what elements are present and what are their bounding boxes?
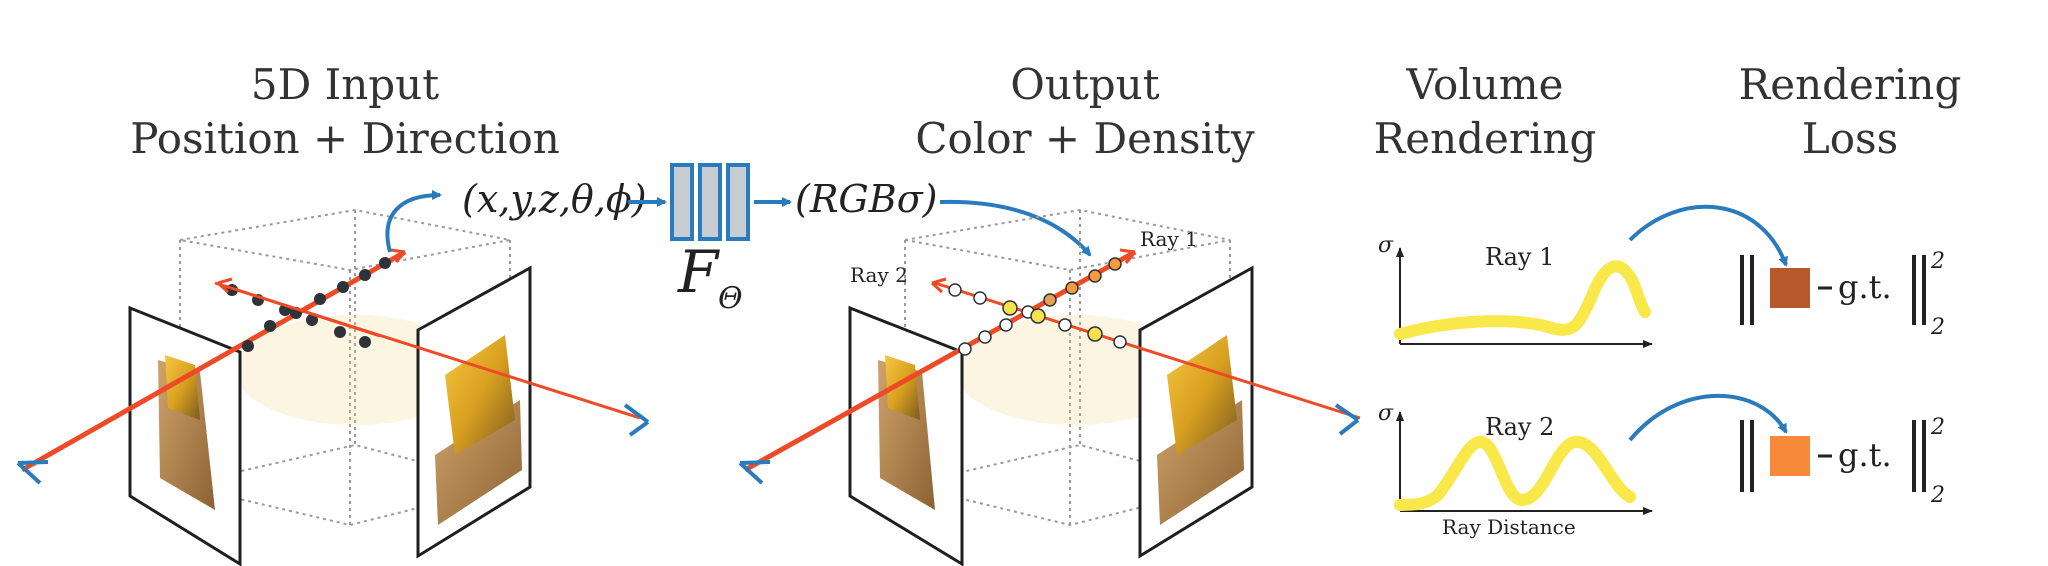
header-input-line1: 5D Input xyxy=(250,60,440,109)
output-right-view xyxy=(1138,265,1254,559)
plot2-label: Ray 2 xyxy=(1485,413,1554,441)
input-scene xyxy=(16,190,650,566)
network-layers xyxy=(670,163,750,241)
volume-plot-ray1: σ Ray 1 xyxy=(1378,233,1653,348)
input-to-tuple-arrow xyxy=(385,190,442,253)
output-ray2-head xyxy=(930,277,947,294)
output-to-samples-arrow xyxy=(939,199,1092,257)
header-output-line1: Output xyxy=(1010,60,1160,109)
output-volume-ghost xyxy=(955,315,1195,425)
input-ray2-segment xyxy=(224,284,381,338)
plot2-sigma: σ xyxy=(1378,401,1394,426)
output-ray1-head xyxy=(1119,248,1137,264)
output-scene: Ray 1 Ray 2 xyxy=(738,208,1361,566)
header-input-line2: Position + Direction xyxy=(130,114,560,163)
loss-ray1-predicted-color xyxy=(1770,268,1810,308)
output-samples-ray1 xyxy=(958,257,1122,356)
input-right-view xyxy=(416,265,532,559)
header-input: 5D Input Position + Direction xyxy=(95,58,595,166)
loss-ray2-predicted-color xyxy=(1770,436,1810,476)
input-ray1-head xyxy=(390,248,407,264)
loss-ray2-exponent: 2 xyxy=(1930,415,1945,440)
camera-arrow-left xyxy=(16,460,49,485)
header-loss-line2: Loss xyxy=(1801,114,1899,163)
input-sample-points xyxy=(226,257,391,352)
output-samples-ray2 xyxy=(948,283,1127,349)
loss-ray2-gt: g.t. xyxy=(1838,436,1892,474)
output-tuple: (RGBσ) xyxy=(795,177,937,221)
input-left-view xyxy=(128,305,242,566)
network-function-symbol: F xyxy=(677,238,720,306)
plot2-x-axis-label: Ray Distance xyxy=(1442,515,1576,539)
network-function-subscript: Θ xyxy=(718,281,743,316)
header-output: Output Color + Density xyxy=(835,58,1335,166)
loss-ray1-exponent: 2 xyxy=(1930,249,1945,274)
loss-ray1-subscript: 2 xyxy=(1930,315,1945,340)
header-volume-rendering: Volume Rendering xyxy=(1335,58,1635,166)
header-loss-line1: Rendering xyxy=(1738,60,1962,109)
volume-plot-ray2: σ Ray 2 Ray Distance xyxy=(1378,401,1653,539)
loss-ray1-gt: g.t. xyxy=(1838,268,1892,306)
loss-ray2: g.t. 2 2 xyxy=(1740,415,1945,508)
plot1-to-loss-arrow xyxy=(1628,204,1788,267)
plot1-sigma: σ xyxy=(1378,233,1394,258)
input-tuple: (x,y,z,θ,ϕ) xyxy=(462,177,647,221)
plot1-label: Ray 1 xyxy=(1485,243,1554,271)
header-volume-line1: Volume xyxy=(1406,60,1564,109)
loss-ray1: g.t. 2 2 xyxy=(1740,249,1945,340)
header-output-line2: Color + Density xyxy=(915,114,1255,163)
header-rendering-loss: Rendering Loss xyxy=(1700,58,2000,166)
plot2-to-loss-arrow xyxy=(1628,393,1788,442)
input-ray2-head xyxy=(216,277,233,294)
output-camera-arrow-right xyxy=(1334,403,1360,436)
density-curve-ray2 xyxy=(1394,436,1636,511)
density-curve-ray1 xyxy=(1394,260,1651,340)
header-volume-line2: Rendering xyxy=(1373,114,1597,163)
input-volume-ghost xyxy=(235,315,475,425)
ray2-label: Ray 2 xyxy=(850,263,908,287)
output-camera-arrow-left xyxy=(738,460,771,485)
output-left-view xyxy=(848,305,964,566)
network-block: (x,y,z,θ,ϕ) (RGBσ) F Θ xyxy=(462,163,1092,316)
camera-arrow-right xyxy=(623,403,650,437)
loss-ray2-subscript: 2 xyxy=(1930,483,1945,508)
ray1-label: Ray 1 xyxy=(1140,227,1198,251)
